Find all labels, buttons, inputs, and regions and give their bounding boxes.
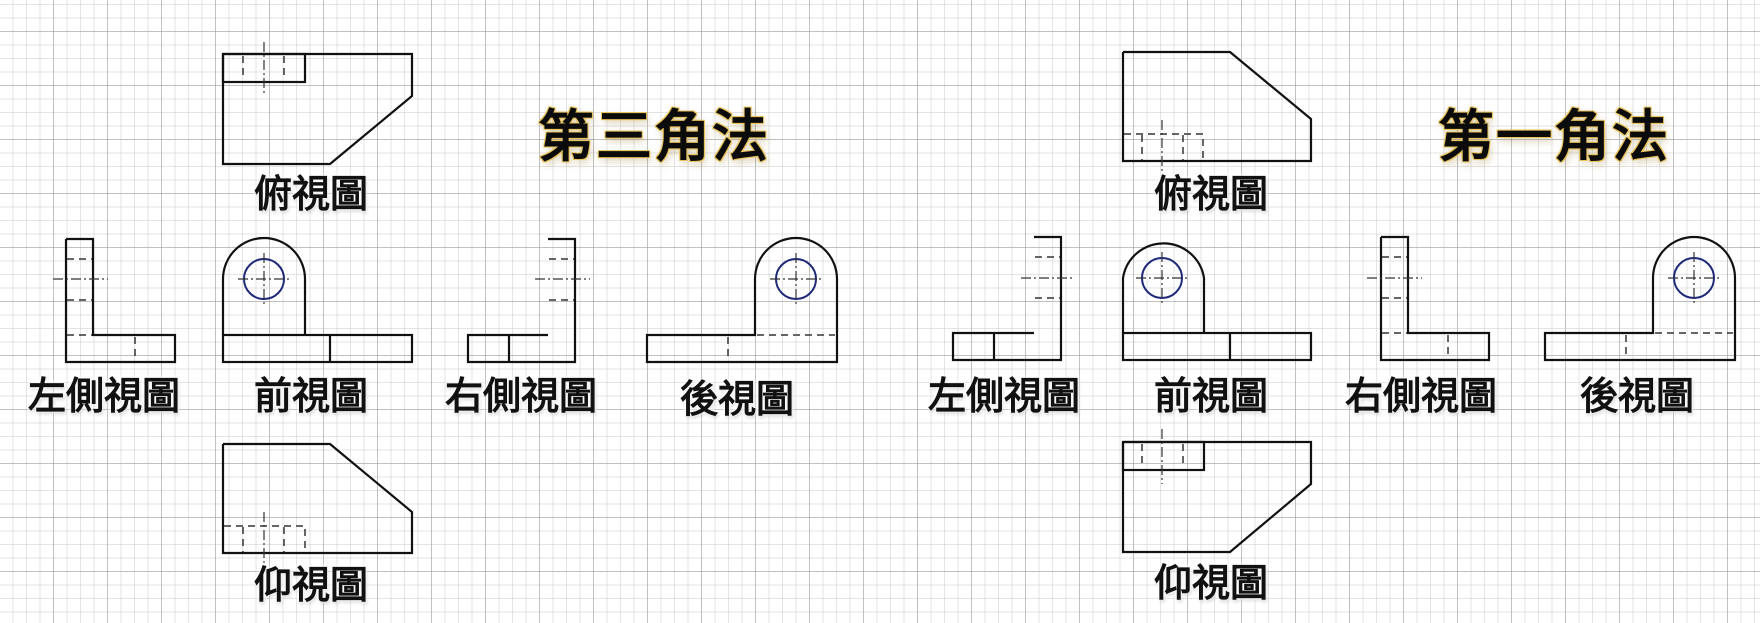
third-angle-front-view — [221, 236, 414, 364]
third-angle-left-view-label: 左側視圖 — [28, 374, 181, 418]
third-angle-top-view — [221, 42, 414, 166]
first-angle-right-view-label: 右側視圖 — [1345, 374, 1498, 418]
third-angle-title: 第三角法 — [538, 105, 770, 170]
third-angle-back-view — [645, 236, 839, 364]
first-angle-top-view — [1121, 50, 1313, 174]
third-angle-right-view-label: 右側視圖 — [445, 374, 598, 418]
first-angle-left-view — [951, 235, 1075, 362]
first-angle-bottom-view-label: 仰視圖 — [1154, 561, 1269, 605]
first-angle-front-view — [1121, 242, 1313, 362]
first-angle-back-view — [1543, 235, 1737, 362]
first-angle-bottom-view — [1121, 429, 1313, 554]
first-angle-left-view-label: 左側視圖 — [928, 374, 1081, 418]
third-angle-left-view — [53, 237, 177, 364]
third-angle-bottom-view — [221, 442, 414, 566]
third-angle-bottom-view-label: 仰視圖 — [254, 563, 369, 607]
first-angle-back-view-label: 後視圖 — [1580, 374, 1695, 418]
first-angle-top-view-label: 俯視圖 — [1154, 172, 1269, 216]
third-angle-front-view-label: 前視圖 — [254, 374, 369, 418]
first-angle-front-view-label: 前視圖 — [1154, 374, 1269, 418]
third-angle-right-view — [466, 237, 590, 364]
first-angle-title: 第一角法 — [1438, 105, 1670, 170]
third-angle-back-view-label: 後視圖 — [680, 377, 795, 421]
third-angle-top-view-label: 俯視圖 — [254, 172, 369, 216]
first-angle-right-view — [1367, 235, 1491, 362]
